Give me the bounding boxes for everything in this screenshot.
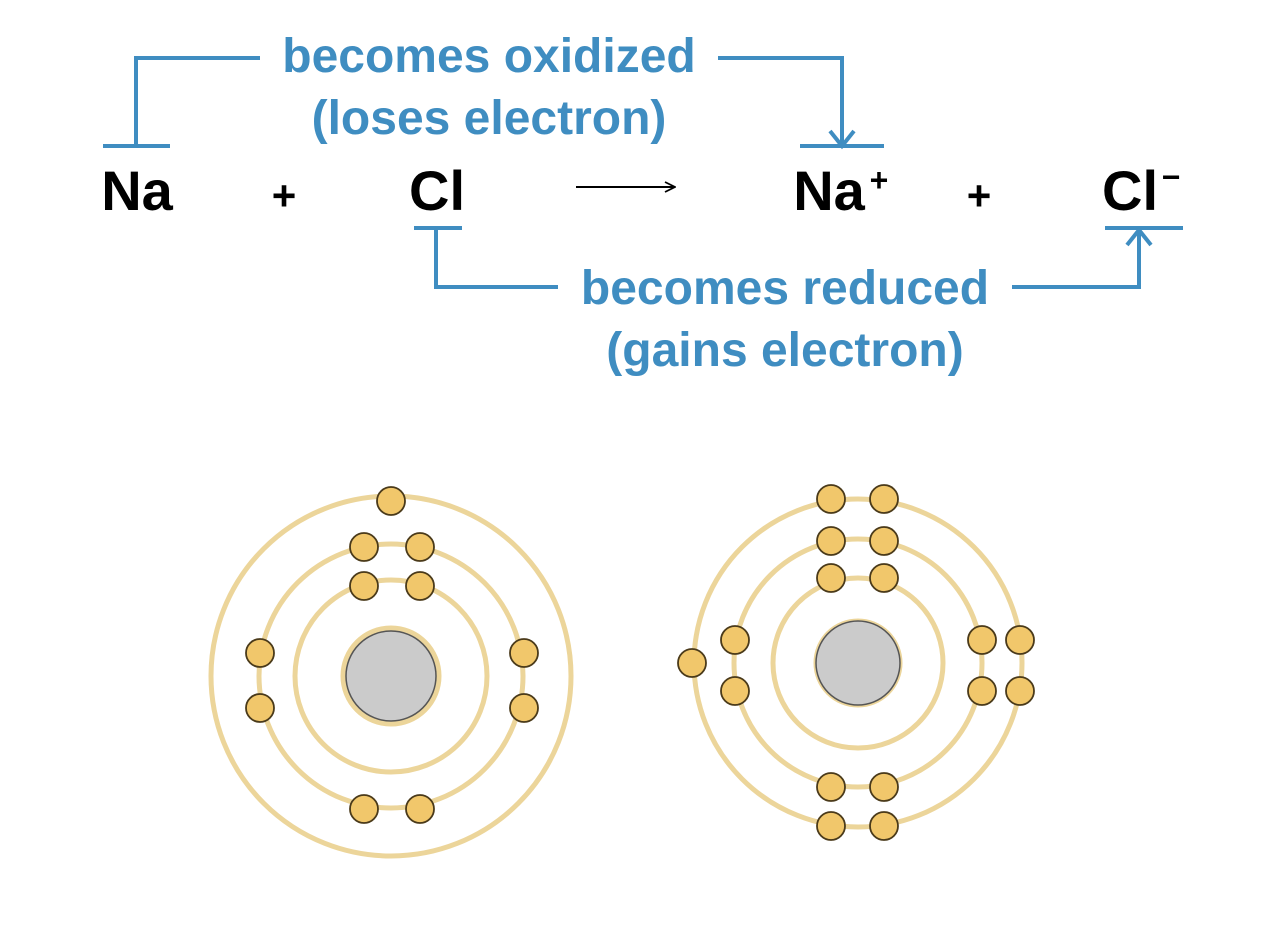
oxidation-label-line2: (loses electron) bbox=[312, 92, 667, 145]
reactant-na: Na bbox=[101, 159, 173, 222]
plus-sign-left: + bbox=[272, 172, 297, 219]
sodium-electron bbox=[245, 693, 275, 723]
chlorine-electron bbox=[816, 484, 846, 514]
sodium-nucleus bbox=[345, 630, 437, 722]
reduction-arrowhead-icon bbox=[1125, 226, 1153, 247]
reactant-cl: Cl bbox=[409, 159, 465, 222]
chlorine-electron bbox=[677, 648, 707, 678]
chlorine-electron bbox=[967, 676, 997, 706]
sodium-shell-3 bbox=[256, 541, 526, 811]
product-na-ion: Na bbox=[793, 159, 865, 222]
product-cl-ion: Cl bbox=[1102, 159, 1158, 222]
sodium-atom-model bbox=[208, 486, 574, 859]
reduction-label-line1: becomes reduced bbox=[581, 262, 989, 315]
chlorine-nucleus bbox=[815, 620, 901, 706]
oxidation-arrowhead-icon bbox=[828, 129, 856, 150]
sodium-electron bbox=[405, 794, 435, 824]
chlorine-electron bbox=[816, 526, 846, 556]
sodium-electron bbox=[349, 794, 379, 824]
chlorine-shell-3 bbox=[731, 536, 985, 790]
reduction-bracket-left-arm bbox=[434, 228, 558, 289]
sodium-electron bbox=[405, 571, 435, 601]
chlorine-electron bbox=[816, 772, 846, 802]
product-cl-ion-charge: − bbox=[1162, 159, 1181, 195]
chlorine-electron bbox=[869, 484, 899, 514]
sodium-electron bbox=[376, 486, 406, 516]
chlorine-electron bbox=[1005, 676, 1035, 706]
oxidation-bracket bbox=[103, 56, 884, 150]
sodium-shell-1 bbox=[340, 625, 442, 727]
oxidation-label-line1: becomes oxidized bbox=[282, 30, 695, 83]
chlorine-shell-2 bbox=[770, 575, 946, 751]
chlorine-electron bbox=[967, 625, 997, 655]
reduction-bracket bbox=[414, 226, 1183, 289]
sodium-electron bbox=[349, 571, 379, 601]
chlorine-electron bbox=[869, 563, 899, 593]
chlorine-atom-model bbox=[677, 484, 1035, 841]
oxidation-bracket-left-arm bbox=[134, 56, 260, 146]
sodium-electron bbox=[509, 638, 539, 668]
chlorine-electron bbox=[869, 526, 899, 556]
chlorine-electron bbox=[720, 676, 750, 706]
oxidation-bracket-right-arm bbox=[718, 56, 844, 146]
plus-sign-right: + bbox=[967, 172, 992, 219]
chlorine-electron bbox=[816, 811, 846, 841]
chlorine-electron bbox=[816, 563, 846, 593]
chlorine-electron bbox=[869, 811, 899, 841]
sodium-electron bbox=[245, 638, 275, 668]
sodium-electron bbox=[509, 693, 539, 723]
sodium-electron bbox=[349, 532, 379, 562]
sodium-electron bbox=[405, 532, 435, 562]
chlorine-electron bbox=[720, 625, 750, 655]
chlorine-electron bbox=[1005, 625, 1035, 655]
sodium-shell-2 bbox=[292, 577, 490, 775]
product-na-ion-charge: + bbox=[870, 162, 889, 198]
chlorine-electron bbox=[869, 772, 899, 802]
reduction-bracket-right-arm bbox=[1012, 230, 1141, 289]
reduction-label-line2: (gains electron) bbox=[606, 324, 963, 377]
